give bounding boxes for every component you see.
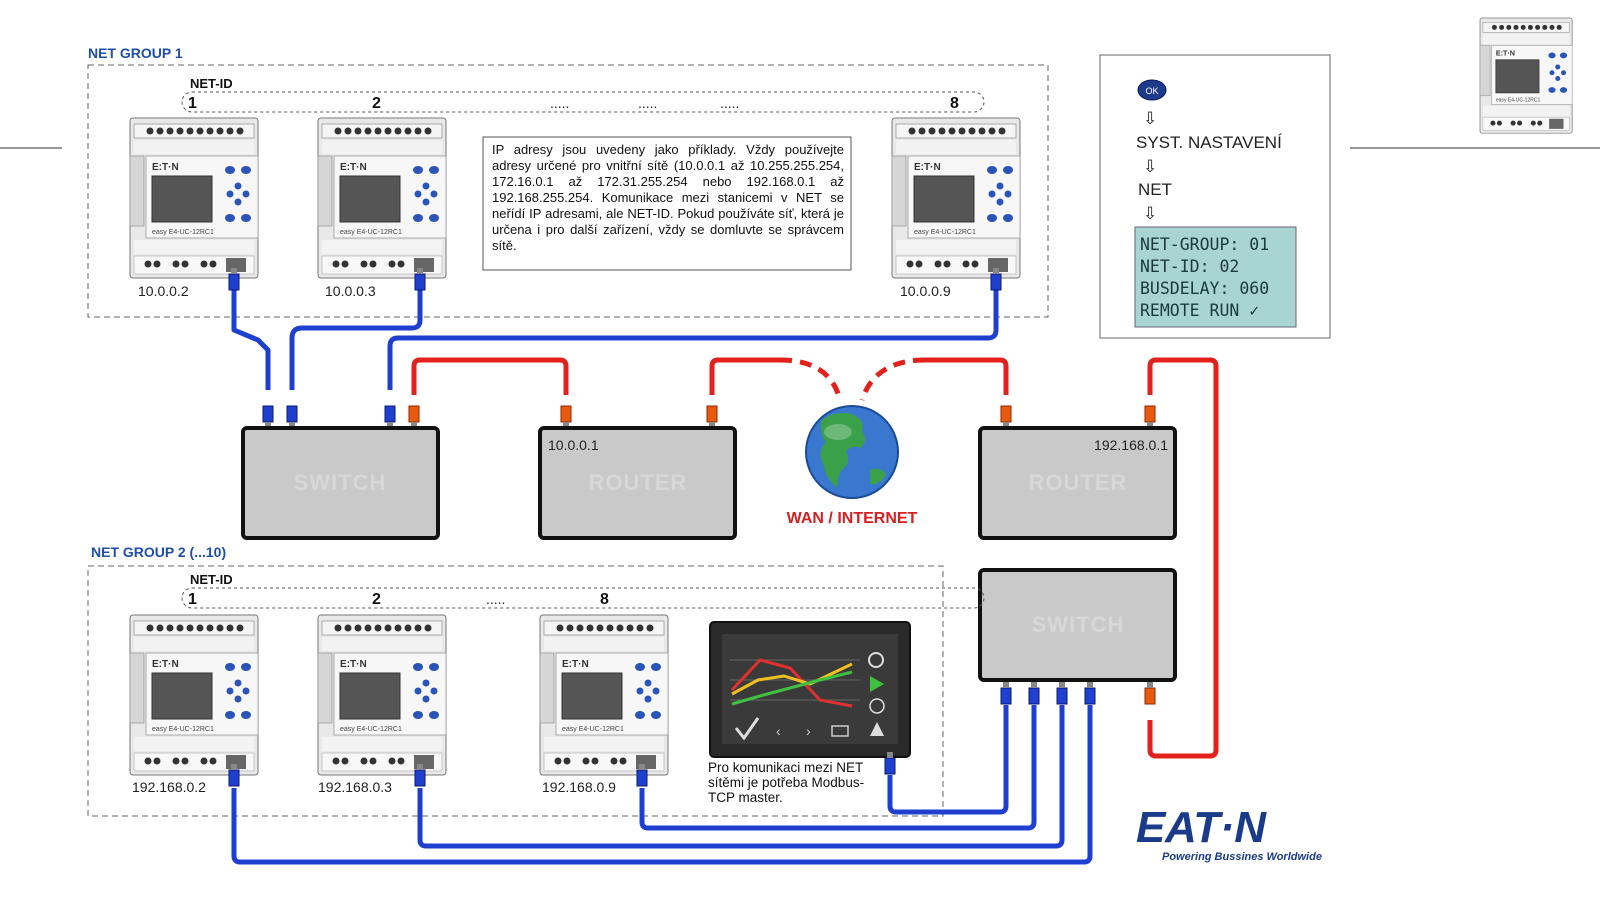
check-icon — [734, 717, 760, 741]
group2-netid-bracket — [181, 587, 985, 609]
router-1-ip: 10.0.0.1 — [548, 437, 599, 453]
switch-2 — [978, 568, 1177, 682]
plc-device — [129, 614, 259, 776]
down-arrow-icon: ⇩ — [1143, 204, 1157, 223]
switch-1 — [241, 426, 440, 540]
ok-label: OK — [1145, 86, 1158, 96]
globe-icon — [805, 405, 899, 499]
group2-num-8: 8 — [600, 591, 609, 608]
info-box — [482, 136, 852, 271]
menu-item-syst: SYST. NASTAVENÍ — [1136, 133, 1282, 152]
folder-icon — [831, 725, 849, 737]
eaton-logo: EAT·N Powering Bussines Worldwide — [1136, 803, 1322, 863]
lcd-line-2: NET-ID: 02 — [1140, 257, 1239, 276]
warning-icon — [870, 722, 884, 736]
cables-red — [411, 357, 1219, 759]
cables-group1 — [231, 290, 999, 390]
router-1 — [538, 426, 737, 540]
cables-group2 — [231, 705, 1093, 865]
lcd-line-4: REMOTE RUN ✓ — [1140, 301, 1259, 320]
device-thumbnail — [1479, 17, 1573, 134]
router-1-label: ROUTER — [589, 470, 688, 495]
group1-title: NET GROUP 1 — [88, 45, 183, 61]
group1-num-8: 8 — [950, 95, 959, 112]
group2-title: NET GROUP 2 (...10) — [91, 544, 226, 560]
group1-frame — [87, 64, 1049, 318]
group2-num-1: 1 — [188, 591, 197, 608]
router-2-ip: 192.168.0.1 — [1094, 437, 1168, 453]
group1-ip-3: 10.0.0.9 — [900, 283, 951, 299]
lcd-line-1: NET-GROUP: 01 — [1140, 235, 1269, 254]
switch-1-label: SWITCH — [294, 470, 387, 495]
down-arrow-icon: ⇩ — [1143, 109, 1157, 128]
plc-device — [539, 614, 669, 776]
power-icon — [868, 652, 884, 668]
group1-dots: ..... — [720, 95, 739, 111]
menu-item-net: NET — [1138, 180, 1172, 199]
switch-2-label: SWITCH — [1032, 612, 1125, 637]
logo-tagline: Powering Bussines Worldwide — [1162, 851, 1322, 863]
group1-dots: ..... — [638, 95, 657, 111]
play-icon — [870, 676, 884, 692]
router-2 — [978, 426, 1177, 540]
plc-device — [891, 117, 1021, 279]
group1-ip-2: 10.0.0.3 — [325, 283, 376, 299]
group2-ip-2: 192.168.0.3 — [318, 779, 392, 795]
lcd-line-3: BUSDELAY: 060 — [1140, 279, 1269, 298]
info-text: IP adresy jsou uvedeny jako příklady. Vž… — [492, 142, 844, 253]
router-2-label: ROUTER — [1029, 470, 1128, 495]
plc-device — [317, 117, 447, 279]
group1-num-1: 1 — [188, 95, 197, 112]
ok-button-icon — [1137, 79, 1167, 101]
group1-netid-label: NET-ID — [190, 76, 233, 91]
group2-frame — [87, 565, 944, 817]
info-icon — [869, 698, 885, 714]
hmi-note: Pro komunikaci mezi NET sítěmi je potřeb… — [708, 760, 865, 805]
right-arrow-icon: › — [806, 723, 811, 739]
group2-ip-3: 192.168.0.9 — [542, 779, 616, 795]
group1-netid-bracket — [181, 91, 985, 113]
plc-device — [129, 117, 259, 279]
logo-brand: EAT·N — [1136, 803, 1267, 852]
group2-num-2: 2 — [372, 591, 381, 608]
down-arrow-icon: ⇩ — [1143, 157, 1157, 176]
group2-ip-1: 192.168.0.2 — [132, 779, 206, 795]
group2-dots: ..... — [486, 591, 505, 607]
wan-label: WAN / INTERNET — [787, 510, 918, 527]
group1-ip-1: 10.0.0.2 — [138, 283, 189, 299]
left-arrow-icon: ‹ — [776, 723, 781, 739]
group1-num-2: 2 — [372, 95, 381, 112]
group2-netid-label: NET-ID — [190, 572, 233, 587]
group1-dots: ..... — [550, 95, 569, 111]
lcd-display — [1134, 226, 1297, 328]
plc-device — [317, 614, 447, 776]
hmi-panel: ‹ › — [709, 621, 911, 758]
